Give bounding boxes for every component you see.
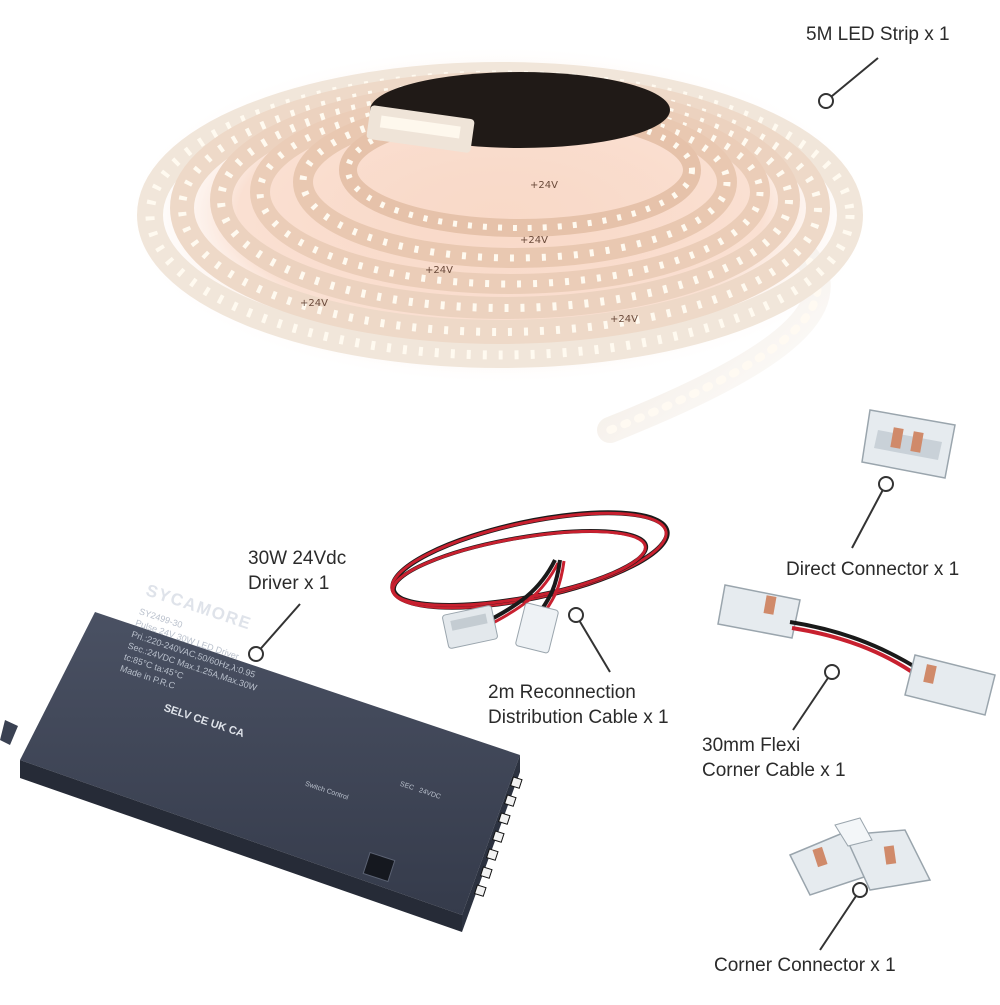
corner-connector	[788, 817, 932, 896]
strip-marking: +24V	[425, 265, 453, 276]
cable-pin	[568, 607, 584, 623]
reconnection-cable	[390, 510, 670, 654]
driver-callout-line: Driver x 1	[248, 573, 330, 594]
flexi-corner-cable	[717, 584, 996, 716]
strip-pin	[818, 93, 834, 109]
led-strip-reel: +24V +24V +24V +24V +24V	[125, 45, 875, 443]
corner-callout-line: Corner Connector x 1	[714, 955, 896, 976]
flexi-pin	[824, 664, 840, 680]
driver-sec-label: SEC	[399, 781, 415, 792]
driver-pin	[248, 646, 264, 662]
strip-callout: 5M LED Strip x 1	[806, 22, 950, 47]
strip-callout-line: 5M LED Strip x 1	[806, 24, 950, 45]
direct-callout-line: Direct Connector x 1	[786, 559, 960, 580]
strip-marking: +24V	[300, 298, 328, 309]
cable-callout: 2m Reconnection Distribution Cable x 1	[488, 680, 669, 730]
strip-marking: +24V	[530, 180, 558, 191]
direct-callout: Direct Connector x 1	[786, 557, 959, 582]
driver-callout-line: 30W 24Vdc	[248, 548, 347, 569]
cable-callout-line: Distribution Cable x 1	[488, 707, 669, 728]
corner-callout: Corner Connector x 1	[714, 953, 896, 978]
direct-pin	[878, 476, 894, 492]
strip-marking: +24V	[610, 314, 638, 325]
corner-pin	[852, 882, 868, 898]
driver-callout: 30W 24Vdc Driver x 1	[248, 546, 346, 596]
led-driver: SYCAMORE SY2499-30 Pulse 24V 30W LED Dri…	[0, 581, 523, 932]
flexi-callout-line: 30mm Flexi	[702, 735, 801, 756]
callout-leaders	[248, 57, 894, 951]
flexi-callout-line: Corner Cable x 1	[702, 760, 846, 781]
strip-marking: +24V	[520, 235, 548, 246]
direct-connector	[861, 409, 956, 479]
cable-callout-line: 2m Reconnection	[488, 682, 636, 703]
flexi-callout: 30mm Flexi Corner Cable x 1	[702, 733, 846, 783]
